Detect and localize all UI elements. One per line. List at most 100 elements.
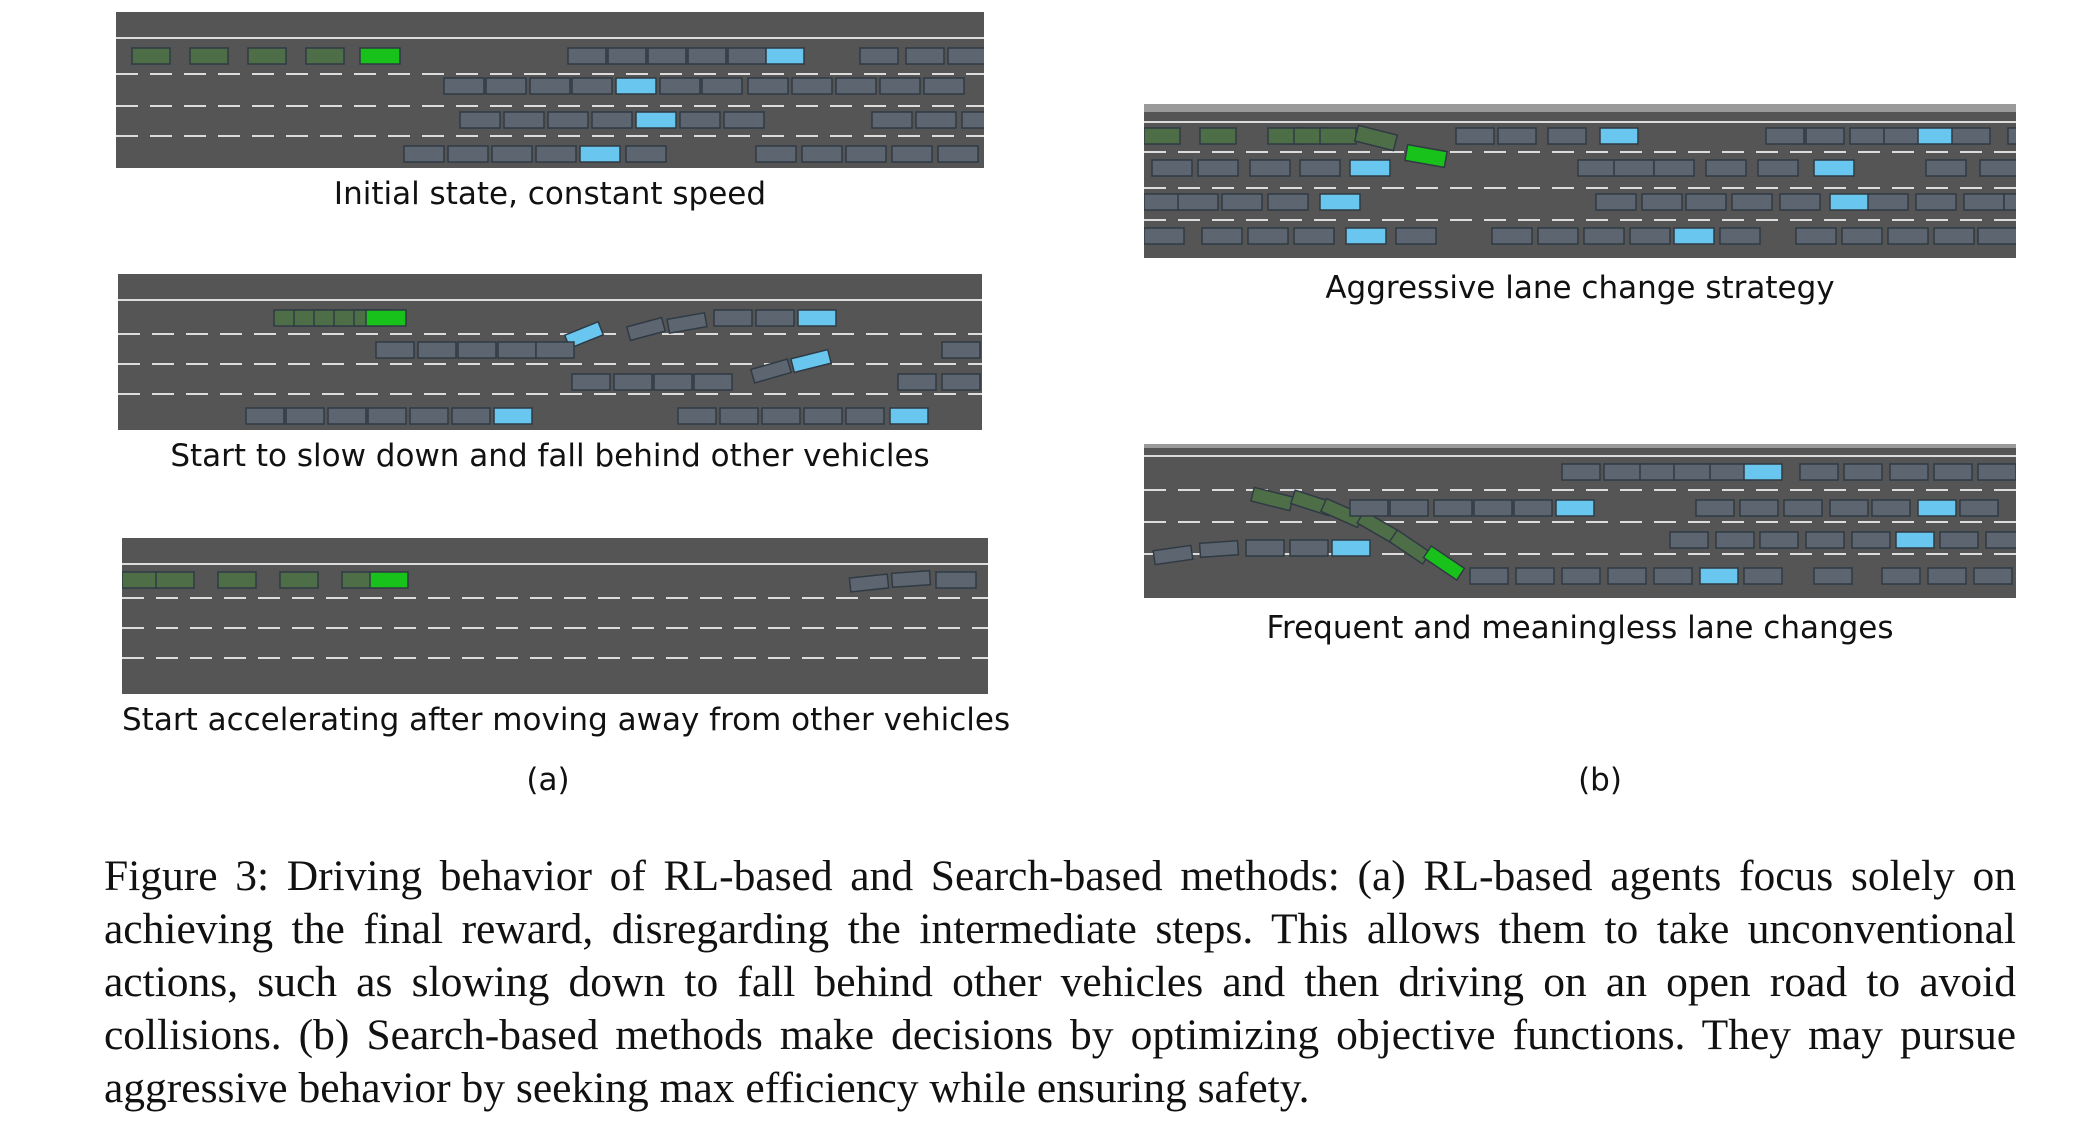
- ego-trail-vehicle: [279, 571, 319, 589]
- vehicle: [1547, 127, 1587, 145]
- vehicle: [403, 145, 445, 163]
- vehicle: [1765, 127, 1805, 145]
- tracked-vehicle: [1743, 463, 1783, 481]
- vehicle: [1197, 159, 1239, 177]
- vehicle: [1783, 499, 1823, 517]
- vehicle: [1685, 193, 1727, 211]
- vehicle: [1889, 463, 1929, 481]
- ego-trail-vehicle: [122, 571, 161, 589]
- vehicle: [1561, 567, 1601, 585]
- vehicle: [1715, 531, 1755, 549]
- vehicle: [915, 111, 957, 129]
- tracked-vehicle: [1917, 127, 1957, 145]
- vehicle: [1497, 127, 1537, 145]
- vehicle: [755, 145, 797, 163]
- vehicle: [1799, 463, 1839, 481]
- vehicle: [693, 373, 733, 391]
- vehicle: [723, 111, 765, 129]
- vehicle: [1577, 159, 1619, 177]
- vehicle: [457, 341, 497, 359]
- vehicle: [571, 373, 611, 391]
- vehicle: [567, 47, 607, 65]
- vehicle: [1293, 227, 1335, 245]
- vehicle: [245, 407, 285, 425]
- road-shoulder: [1144, 444, 2016, 448]
- vehicle: [1977, 463, 2016, 481]
- tracked-vehicle: [1829, 193, 1871, 211]
- vehicle: [1198, 539, 1240, 559]
- vehicle: [1653, 159, 1695, 177]
- caption-aggressive-lane-change: Aggressive lane change strategy: [1325, 270, 1835, 306]
- vehicle: [1473, 499, 1513, 517]
- vehicle: [1867, 193, 1909, 211]
- vehicle: [1289, 539, 1329, 557]
- road-scene-b2: [1144, 444, 2016, 600]
- vehicle: [1851, 531, 1891, 549]
- vehicle: [727, 47, 767, 65]
- vehicle: [845, 145, 887, 163]
- vehicle: [591, 111, 633, 129]
- vehicle: [1267, 193, 1309, 211]
- tracked-vehicle: [1319, 193, 1361, 211]
- vehicle: [459, 111, 501, 129]
- vehicle: [937, 145, 979, 163]
- vehicle: [701, 77, 743, 95]
- vehicle: [1925, 159, 1967, 177]
- ego-trail-vehicle: [305, 47, 345, 65]
- vehicle: [653, 373, 693, 391]
- vehicle: [1537, 227, 1579, 245]
- vehicle: [1603, 463, 1643, 481]
- scene-initial-state: [116, 12, 984, 168]
- vehicle: [1144, 227, 1185, 245]
- tracked-vehicle: [615, 77, 657, 95]
- vehicle: [613, 373, 653, 391]
- ego-vehicle: [365, 309, 407, 327]
- vehicle: [1743, 567, 1783, 585]
- vehicle: [1985, 531, 2016, 549]
- vehicle: [1963, 193, 2005, 211]
- vehicle: [1613, 159, 1655, 177]
- vehicle: [1933, 463, 1973, 481]
- vehicle: [1757, 159, 1799, 177]
- vehicle: [687, 47, 727, 65]
- scene-accelerating: [122, 538, 988, 694]
- vehicle: [1433, 499, 1473, 517]
- scene-aggressive-lane-change: [1144, 104, 2016, 260]
- vehicle: [497, 341, 537, 359]
- vehicle: [1959, 499, 1999, 517]
- vehicle: [947, 47, 984, 65]
- vehicle: [375, 341, 415, 359]
- vehicle: [1933, 227, 1975, 245]
- ego-trail-vehicle: [155, 571, 195, 589]
- vehicle: [1395, 227, 1437, 245]
- vehicle: [535, 145, 577, 163]
- tracked-vehicle: [889, 407, 929, 425]
- ego-vehicle: [369, 571, 409, 589]
- sublabel-a: (a): [526, 762, 570, 798]
- vehicle: [1653, 567, 1693, 585]
- vehicle: [1151, 159, 1193, 177]
- caption-initial-state: Initial state, constant speed: [333, 176, 767, 212]
- vehicle: [923, 77, 965, 95]
- vehicle: [1221, 193, 1263, 211]
- vehicle: [1951, 127, 1991, 145]
- vehicle: [503, 111, 545, 129]
- vehicle: [1515, 567, 1555, 585]
- road-scene-a3: [122, 538, 988, 694]
- road-scene-b1: [1144, 104, 2016, 260]
- vehicle: [1883, 127, 1923, 145]
- ego-trail-vehicle: [1199, 127, 1237, 145]
- tracked-vehicle: [1699, 567, 1739, 585]
- tracked-vehicle: [635, 111, 677, 129]
- road-shoulder: [1144, 104, 2016, 112]
- vehicle: [1389, 499, 1429, 517]
- vehicle: [2007, 127, 2016, 145]
- tracked-vehicle: [797, 309, 837, 327]
- vehicle: [1695, 499, 1735, 517]
- tracked-vehicle: [493, 407, 533, 425]
- tracked-vehicle: [1813, 159, 1855, 177]
- ego-trail-vehicle: [1144, 127, 1181, 145]
- caption-slow-down: Start to slow down and fall behind other…: [170, 438, 930, 474]
- caption-accelerating: Start accelerating after moving away fro…: [122, 702, 1011, 738]
- vehicle: [1829, 499, 1869, 517]
